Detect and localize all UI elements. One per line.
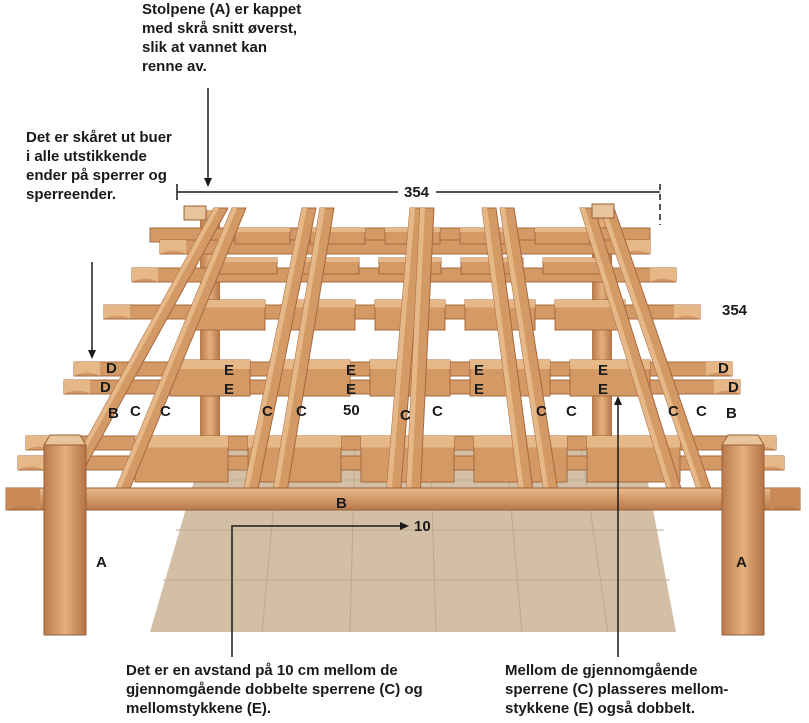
purlin-end-cut — [132, 268, 158, 282]
rafter-highlight — [242, 208, 307, 498]
spacer-block-top — [361, 436, 454, 448]
purlin-end-cut — [74, 362, 100, 376]
part-label-d: D — [100, 379, 111, 396]
spacer-block-top — [215, 258, 277, 262]
rafter-highlight — [482, 208, 525, 498]
purlin-end-cut — [714, 380, 740, 394]
part-label-c: C — [130, 403, 141, 420]
rafter-group — [53, 207, 715, 499]
part-label-c: C — [400, 407, 411, 424]
part-label-d: D — [106, 360, 117, 377]
spacer-block-top — [270, 360, 350, 369]
purlin-end-cut — [64, 380, 90, 394]
rafter-highlight — [500, 208, 550, 498]
post-front-right-top — [721, 434, 765, 446]
spacer-block-top — [297, 258, 359, 262]
spacer-block-top — [310, 228, 365, 232]
part-label-e: E — [474, 362, 484, 379]
dimension-width-label: 354 — [404, 184, 430, 201]
post-front-left — [43, 444, 87, 636]
spacer-block-top — [195, 300, 265, 308]
purlin-end-cut — [160, 240, 186, 254]
part-label-d: D — [728, 379, 739, 396]
part-label-a: A — [736, 554, 747, 571]
purlin-end-cut — [706, 362, 732, 376]
part-label-c: C — [432, 403, 443, 420]
purlin-end-cut — [18, 456, 44, 470]
spacer-block-top — [235, 228, 290, 232]
dimension-gap-label: 10 — [414, 518, 431, 535]
note-curved-ends: Det er skåret ut buer i alle utstikkende… — [26, 129, 172, 203]
purlin-end-cut — [650, 268, 676, 282]
spacer-block-top — [570, 360, 650, 369]
rafter-highlight — [54, 208, 219, 498]
front-beam-end-left — [6, 488, 40, 510]
front-beam-end-right — [770, 488, 800, 510]
part-label-e: E — [224, 362, 234, 379]
part-label-e: E — [346, 381, 356, 398]
rafter-highlight — [406, 208, 425, 498]
rafter-highlight — [580, 208, 675, 498]
front-beam — [5, 487, 801, 511]
spacer-block-top — [555, 300, 625, 308]
purlin-end-cut — [104, 305, 130, 319]
note-post-cut: Stolpene (A) er kappet med skrå snitt øv… — [142, 1, 302, 75]
dimension-spacing-label: 50 — [343, 402, 360, 419]
part-label-a: A — [96, 554, 107, 571]
spacer-block-top — [285, 300, 355, 308]
part-label-c: C — [262, 403, 273, 420]
part-label-c: C — [696, 403, 707, 420]
part-label-c: C — [668, 403, 679, 420]
part-label-b: B — [726, 405, 737, 422]
rafter-highlight — [112, 208, 237, 498]
dimension-depth-label: 354 — [722, 302, 748, 319]
part-label-c: C — [566, 403, 577, 420]
spacer-block-top — [135, 436, 228, 448]
spacer-block-top — [170, 360, 250, 369]
part-label-d: D — [718, 360, 729, 377]
part-label-c: C — [536, 403, 547, 420]
spacer-block-top — [587, 436, 680, 448]
note-gap-distance: Det er en avstand på 10 cm mellom de gje… — [126, 662, 423, 717]
rafter-highlight — [272, 208, 325, 498]
note-double-spacers: Mellom de gjennomgående sperrene (C) pla… — [505, 662, 729, 717]
post-back-right-top — [591, 203, 615, 219]
purlin-end-cut — [674, 305, 700, 319]
part-label-e: E — [474, 381, 484, 398]
part-label-c: C — [296, 403, 307, 420]
part-label-e: E — [224, 381, 234, 398]
part-label-b: B — [108, 405, 119, 422]
purlin-end-cut — [624, 240, 650, 254]
rafter-highlight — [600, 208, 705, 498]
spacer-block-top — [543, 258, 605, 262]
post-front-left-top — [43, 434, 87, 446]
post-front-right — [721, 444, 765, 636]
post-back-left-top — [183, 205, 207, 221]
part-label-e: E — [598, 362, 608, 379]
part-label-e: E — [346, 362, 356, 379]
part-label-b: B — [336, 495, 347, 512]
part-label-e: E — [598, 381, 608, 398]
arrow-bottom-left — [231, 522, 409, 657]
part-label-c: C — [160, 403, 171, 420]
rafter-highlight — [386, 208, 415, 498]
spacer-block-top — [535, 228, 590, 232]
